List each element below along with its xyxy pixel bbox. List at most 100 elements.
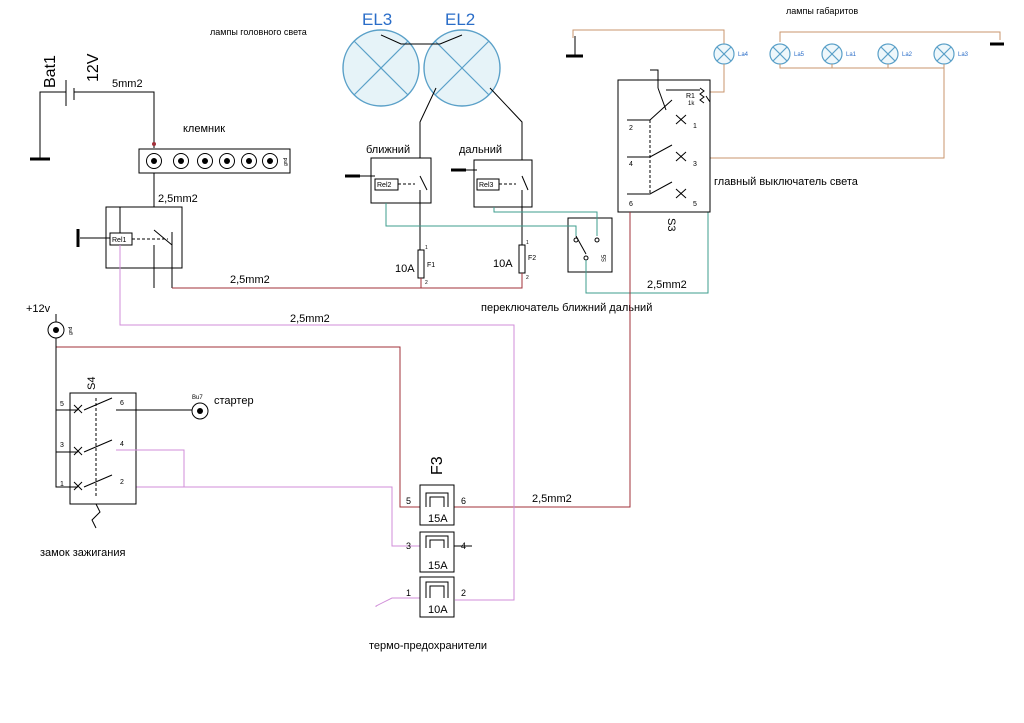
svg-text:1: 1 [60,481,64,488]
svg-text:3: 3 [406,541,411,551]
rel3-label: Rel3 [479,182,494,189]
svg-text:5: 5 [60,401,64,408]
low-beam-label: ближний [366,144,410,156]
plus12v-label: +12v [26,303,51,315]
f1-rating: 10A [395,263,415,275]
thermal-fuses-label: термо-предохранители [369,640,487,652]
fuse-f2: 1 2 F2 10A [493,240,536,281]
wire-label-s3: 2,5mm2 [647,279,687,291]
svg-text:1: 1 [693,123,697,130]
f2-rating: 10A [493,258,513,270]
f3-rating-a: 15A [428,513,448,525]
signal-wire-s3 [585,210,709,294]
wire-label-pink: 2,5mm2 [290,313,330,325]
svg-text:4: 4 [629,161,633,168]
f2-body [518,244,526,274]
svg-text:1: 1 [425,245,428,251]
r1-value: 1k [688,101,695,107]
svg-text:2: 2 [461,588,466,598]
svg-text:2: 2 [526,275,529,281]
f3-rating-c: 10A [428,604,448,616]
lamp-la1: La1 [821,43,857,65]
main-light-switch-s3: R1 1k 2 1 4 3 6 5 S3 главный выключатель… [617,69,859,231]
ignition-to-f3-wire [136,486,420,547]
relay-rel1: Rel1 [76,206,183,288]
s5-body [567,217,613,273]
power-input-12v: +12v gnd [26,303,420,508]
wire-label-bus: 2,5mm2 [230,274,270,286]
el2-label: EL2 [445,10,475,29]
svg-text:2: 2 [629,125,633,132]
starter-connector: Bu7 стартер [191,395,254,420]
marker-lamps-label: лампы габаритов [786,6,858,16]
headlamp-el3 [342,29,420,107]
s4-label: S4 [86,377,98,390]
svg-text:3: 3 [60,442,64,449]
signal-wire-low [385,203,577,236]
rel1-label: Rel1 [112,237,127,244]
rel2-label: Rel2 [377,182,392,189]
terminal-block: клемник gnd [138,123,291,174]
el-high-wire [489,87,523,160]
f3-rating-b: 15A [428,560,448,572]
starter-label: стартер [214,395,254,407]
relay-rel3: дальний Rel3 [451,144,533,250]
thermal-fuses-f3: F3 15A 5 6 15A 3 4 10A 1 2 термо-предохр… [369,456,487,652]
lamp-la5: La5 [769,43,805,65]
beam-switch-label: переключатель ближний дальний [481,302,652,314]
terminal-tag: gnd [283,157,289,166]
battery-ground-wire [39,91,66,158]
battery-feed-wire [74,91,155,148]
signal-wire-high [493,207,598,236]
s5-label: S5 [602,254,608,262]
starter-terminal [191,402,209,420]
svg-text:6: 6 [629,201,633,208]
s3-label: S3 [665,218,677,231]
la3-label: La3 [958,52,969,58]
la5-label: La5 [794,52,805,58]
el-low-wire [419,87,437,160]
lamp-la4: La4 [713,43,749,65]
headlamps-label: лампы головного света [210,27,307,37]
bu7-label: Bu7 [192,395,203,401]
rel1-contact [153,229,173,246]
headlamp-el2 [423,29,501,107]
svg-text:2: 2 [120,479,124,486]
ignition-lock-label: замок зажигания [40,547,125,559]
svg-text:1: 1 [526,240,529,246]
svg-text:4: 4 [120,441,124,448]
relay-control-wire [119,245,515,601]
terminal-block-label: клемник [183,123,225,135]
wire-label-terminal: 2,5mm2 [158,193,198,205]
terminal-block-body [138,148,291,174]
beam-switch-s5: S5 переключатель ближний дальний [481,217,652,314]
f1-body [417,249,425,279]
svg-text:3: 3 [693,161,697,168]
marker-feed-wire [690,68,945,159]
s3-feed-wire [454,212,631,508]
wire-5mm2-label: 5mm2 [112,78,143,90]
main-switch-label: главный выключатель света [714,176,859,188]
el3-label: EL3 [362,10,392,29]
la1-label: La1 [846,52,857,58]
svg-text:5: 5 [693,201,697,208]
lamp-la3: La3 [933,43,969,65]
lamp-la2: La2 [877,43,913,65]
f3-label: F3 [429,456,446,475]
headlamps-group: лампы головного света EL3 EL2 [210,10,523,160]
svg-text:2: 2 [425,280,428,286]
la4-label: La4 [738,52,749,58]
junction-dot [152,142,156,146]
marker-lamps-group: лампы габаритов La4 La5 La1 La2 [566,6,1004,159]
svg-text:gnd: gnd [68,326,74,335]
battery-bat1: Bat1 12V 5mm2 [30,53,156,161]
relay-rel2: ближний Rel2 [345,144,432,250]
f2-label: F2 [528,255,536,262]
r1-label: R1 [686,93,695,100]
terminal-screws [146,153,278,169]
svg-text:6: 6 [461,496,466,506]
svg-text:5: 5 [406,496,411,506]
fuse-f1: 1 2 F1 10A [395,245,435,286]
svg-text:1: 1 [406,588,411,598]
